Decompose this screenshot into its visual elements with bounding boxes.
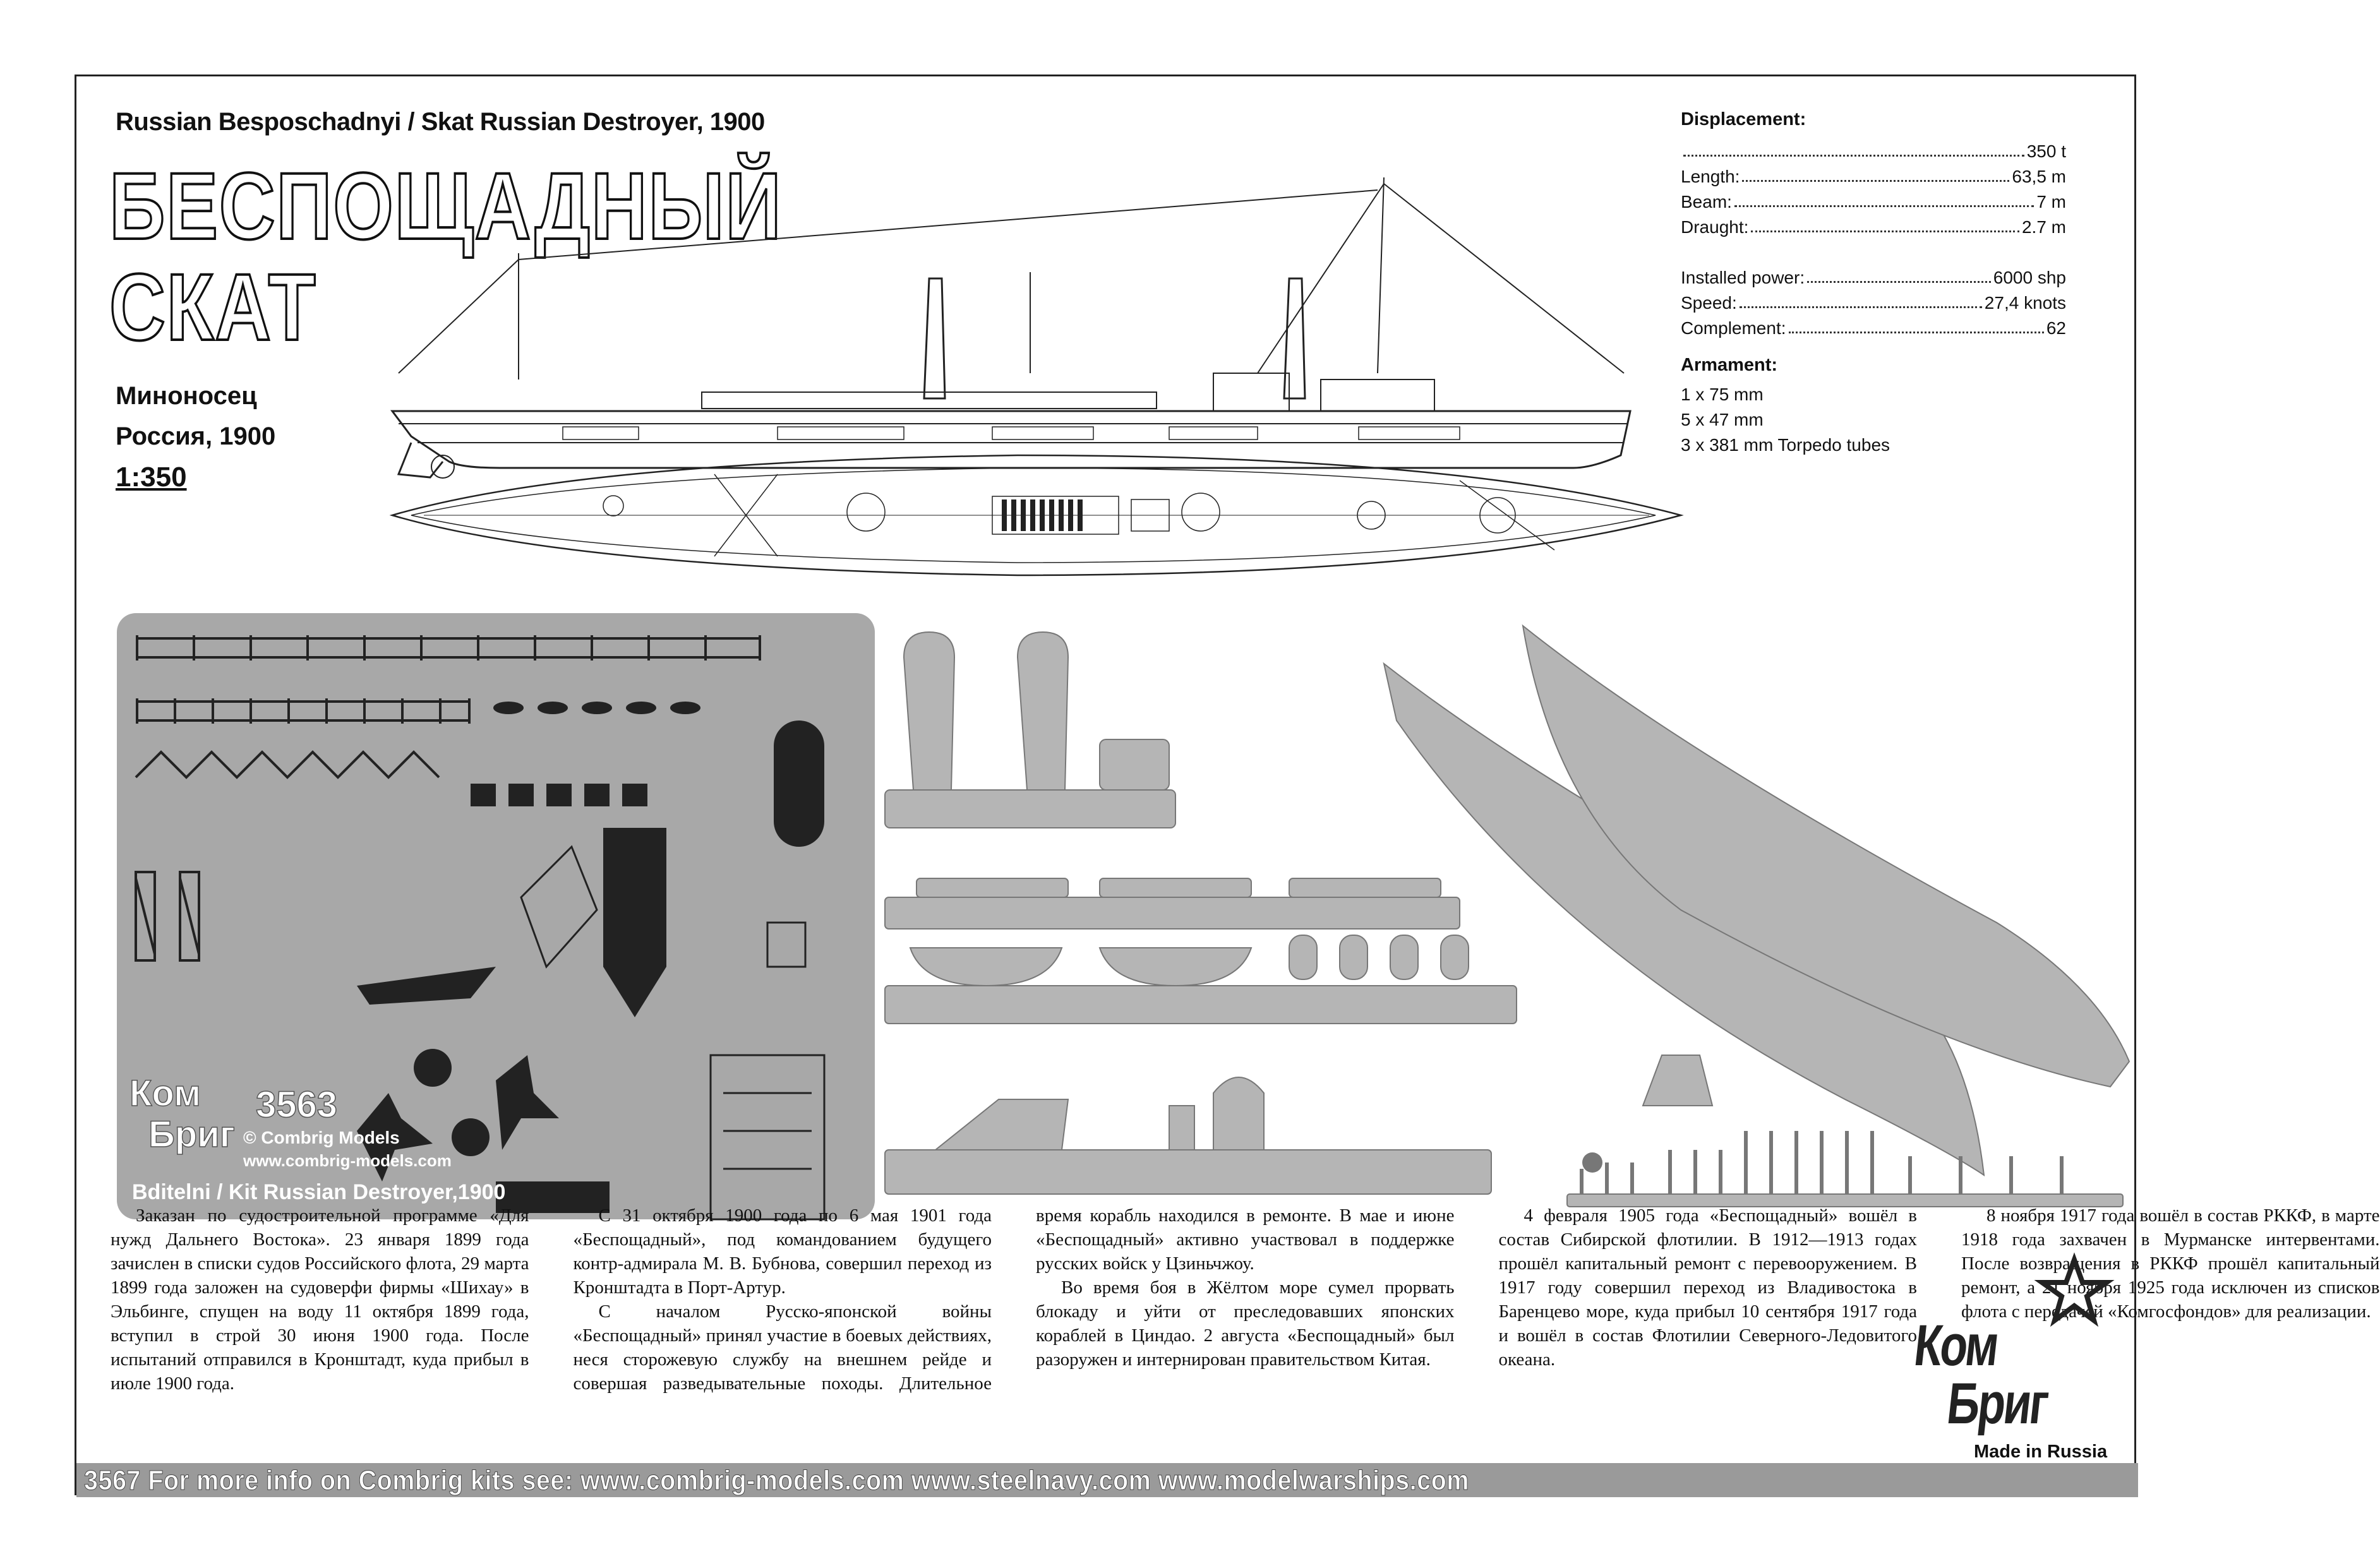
displacement-label: Displacement: [1681,109,1806,129]
footer-text: 3567 For more info on Combrig kits see: … [84,1465,1469,1497]
resin-parts-image [884,624,2131,1207]
armament-label: Armament: [1681,355,1778,375]
title-russian-line2: СКАТ [108,254,317,360]
armament-item: 5 x 47 mm [1681,410,1764,429]
history-paragraph: С началом Русско-японской войны «Беспоща… [573,1205,1455,1394]
svg-text:Ком: Ком [129,1073,201,1114]
specifications-panel: Displacement: 350 t Length:63,5 m Beam:7… [1681,109,2066,458]
ship-deck-plan-drawing [389,454,1684,577]
history-paragraph: С 31 октября 1900 года по 6 мая 1901 год… [573,1205,992,1298]
ship-type: Миноносец [116,382,257,410]
fret-kit-number: 3563 [255,1084,338,1126]
fret-brand-logo: Ком Бриг [129,1072,235,1156]
star-icon [2034,1252,2115,1327]
logo-kom: Ком [1911,1313,2001,1378]
fret-copyright: © Combrig Models [243,1128,400,1147]
history-paragraph: Заказан по судостроительной программе «Д… [111,1205,529,1394]
logo-made-in: Made in Russia [1974,1442,2108,1462]
history-paragraph: Во время боя в Жёлтом море сумел прорват… [1036,1277,1455,1370]
spec-row-length: Length:63,5 m [1681,167,2066,186]
ship-history-text: Заказан по судостроительной программе «Д… [111,1204,2380,1406]
etched-parts-drawing [135,635,826,1221]
spec-row-complement: Complement: 62 [1681,318,2066,338]
spec-row-displacement: 350 t [1681,136,2066,162]
spec-row-power: Installed power: 6000 shp [1681,268,2066,287]
armament-item: 1 x 75 mm [1681,385,1764,404]
poster-frame: Russian Besposchadnyi / Skat Russian Des… [75,75,2380,1497]
model-scale: 1:350 [116,462,187,493]
title-russian-line1: БЕСПОЩАДНЫЙ [108,153,783,259]
armament-item: 3 x 381 mm Torpedo tubes [1681,435,1890,455]
ship-profile-drawing [390,177,1632,479]
logo-brig: Бриг [1944,1372,2050,1436]
history-paragraph: 8 ноября 1917 года вошёл в состав РККФ, … [1961,1205,2380,1322]
combrig-logo: Ком Бриг Made in Russia [1911,1252,2128,1492]
title-english: Russian Besposchadnyi / Skat Russian Des… [116,108,765,136]
spec-row-speed: Speed:27,4 knots [1681,293,2066,313]
fret-caption: Bditelni / Kit Russian Destroyer,1900 [132,1180,506,1204]
history-paragraph: 4 февраля 1905 года «Беспощадный» вошёл … [1498,1205,1918,1370]
footer-bar: 3567 For more info on Combrig kits see: … [76,1463,2138,1497]
displacement-value: 350 t [2026,141,2066,161]
spec-row-beam: Beam:7 m [1681,192,2066,212]
svg-text:Бриг: Бриг [148,1114,235,1155]
ship-country-year: Россия, 1900 [116,422,276,450]
fret-url: www.combrig-models.com [243,1151,452,1170]
spec-row-draught: Draught:2.7 m [1681,217,2066,237]
photo-etch-fret: Ком Бриг 3563 © Combrig Models www.combr… [117,613,875,1221]
